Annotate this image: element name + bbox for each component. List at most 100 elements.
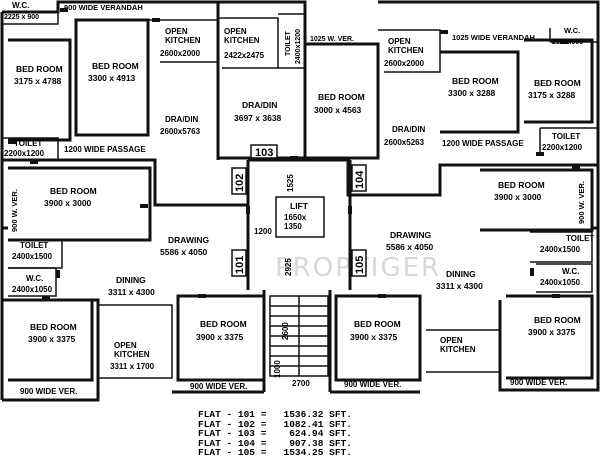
flat-103-box xyxy=(250,144,278,159)
label-lift: LIFT xyxy=(290,201,309,211)
label-toilet-tr: TOILET xyxy=(552,132,580,141)
wall-wc-tr xyxy=(549,28,598,43)
wall-bed-br xyxy=(506,294,594,380)
flat-102-box xyxy=(231,167,247,195)
label-dim-1200: 1200 xyxy=(254,227,272,236)
label-toilet-tl: TOILET xyxy=(14,139,42,148)
label-bed-r1: BED ROOM xyxy=(452,76,499,86)
label-dining-left-dim: 3311 x 4300 xyxy=(108,287,155,297)
label-open-kitchen-a-dim: 2600x2000 xyxy=(160,49,201,58)
label-dining-left: DINING xyxy=(116,275,146,285)
wall-bed2 xyxy=(74,18,150,137)
summary-row-104: FLAT - 104 = 907.38 SFT. xyxy=(198,437,352,449)
lift-shaft xyxy=(275,196,325,238)
label-wc-ml-dim: 2400x1050 xyxy=(12,285,53,294)
label-bed-r2-dim: 3175 x 3288 xyxy=(528,90,576,100)
label-ver900-left: 900 W. VER. xyxy=(10,189,19,232)
label-bed-center-dim: 3000 x 4563 xyxy=(314,105,362,115)
label-toilet-ml-dim: 2400x1500 xyxy=(12,252,53,261)
label-flat-105: 105 xyxy=(354,256,366,274)
label-dim-1525: 1525 xyxy=(286,174,295,192)
label-wc-tl-dim: 2225 x 900 xyxy=(4,14,39,21)
summary-row-105: FLAT - 105 = 1534.25 SFT. xyxy=(198,447,352,458)
label-bed-br: BED ROOM xyxy=(534,315,581,325)
label-ver-br: 900 WIDE VER. xyxy=(510,378,567,387)
label-dim-2700: 2700 xyxy=(292,379,310,388)
label-bed-r2: BED ROOM xyxy=(534,78,581,88)
label-dradin-right: DRA/DIN xyxy=(392,125,426,134)
label-drawing-left: DRAWING xyxy=(168,235,209,245)
stair xyxy=(269,295,329,377)
label-drawing-left-dim: 5586 x 4050 xyxy=(160,247,208,257)
label-toilet-mr-dim: 2400x1500 xyxy=(540,245,581,254)
wall-toilet-mr xyxy=(530,231,593,263)
label-toilet-center-dim: 2400x1200 xyxy=(295,29,302,64)
label-bed-ml: BED ROOM xyxy=(50,186,97,196)
label-bed-bc1-dim: 3900 x 3375 xyxy=(196,332,244,342)
label-wc-tr-dim: 2100x900 xyxy=(552,39,583,46)
label-toilet-mr: TOILET xyxy=(566,234,594,243)
label-bed1: BED ROOM xyxy=(16,64,63,74)
label-bed-center: BED ROOM xyxy=(318,92,365,102)
wall-top-right-outer xyxy=(346,0,600,197)
label-toilet-tl-dim: 2200x1200 xyxy=(4,149,45,158)
area-summary: FLAT - 101 = 1536.32 SFT. FLAT - 102 = 1… xyxy=(198,410,398,458)
label-passage-right: 1200 WIDE PASSAGE xyxy=(442,139,524,148)
label-veranda-top-right: 1025 WIDE VERANDAH xyxy=(452,33,535,42)
label-drawing-right: DRAWING xyxy=(390,230,431,240)
label-dim-2925: 2925 xyxy=(284,258,293,276)
wall-bed-ml xyxy=(8,166,152,242)
flat-101-box xyxy=(231,249,247,277)
wall-bottom-center-outer xyxy=(172,290,420,394)
label-bed-bc2-dim: 3900 x 3375 xyxy=(350,332,398,342)
label-bed-r1-dim: 3300 x 3288 xyxy=(448,88,496,98)
wall-toilet-tr xyxy=(539,127,598,152)
label-dining-right-dim: 3311 x 4300 xyxy=(436,281,483,291)
label-bed2: BED ROOM xyxy=(92,61,139,71)
label-wc-tr: W.C. xyxy=(564,26,580,35)
label-toilet-center: TOILET xyxy=(285,31,292,56)
flat-105-box xyxy=(351,249,367,277)
label-veranda-top-left: 900 WIDE VERANDAH xyxy=(64,3,143,12)
label-flat-103: 103 xyxy=(255,147,273,159)
wall-toilet-center xyxy=(278,13,305,69)
label-toilet-ml: TOILET xyxy=(20,241,48,250)
label-bed-ml-dim: 3900 x 3000 xyxy=(44,198,92,208)
label-bed-mr: BED ROOM xyxy=(498,180,545,190)
label-dradin-left: DRA/DIN xyxy=(165,115,199,124)
label-open-kitchen-c-dim: 2600x2000 xyxy=(384,59,425,68)
label-ver-bc1: 900 WIDE VER. xyxy=(190,382,247,391)
label-ver-bc2: 900 WIDE VER. xyxy=(344,380,401,389)
label-dradin-right-dim: 2600x5263 xyxy=(384,138,425,147)
wall-kitchen-bl xyxy=(98,304,173,379)
wall-core xyxy=(246,158,352,290)
wall-wc-ml xyxy=(8,267,57,297)
label-bed-br-dim: 3900 x 3375 xyxy=(528,327,576,337)
label-open-kitchen-b-dim: 2422x2475 xyxy=(224,51,265,60)
wall-bed1 xyxy=(8,38,72,142)
wall-bed-center xyxy=(305,42,380,160)
label-ver-bl: 900 WIDE VER. xyxy=(20,387,77,396)
label-flat-102: 102 xyxy=(234,174,246,192)
door-markers xyxy=(8,8,580,300)
label-bed-bc2: BED ROOM xyxy=(354,319,401,329)
label-veranda-1025: 1025 W. VER. xyxy=(310,36,354,43)
label-bed2-dim: 3300 x 4913 xyxy=(88,73,136,83)
label-flat-104: 104 xyxy=(354,170,366,189)
wall-wc-mr xyxy=(536,263,593,293)
label-bed-mr-dim: 3900 x 3000 xyxy=(494,192,542,202)
wall-bed-mr xyxy=(480,168,594,232)
label-bed-bl-dim: 3900 x 3375 xyxy=(28,334,76,344)
summary-row-103: FLAT - 103 = 624.94 SFT. xyxy=(198,428,352,440)
label-toilet-tr-dim: 2200x1200 xyxy=(542,143,583,152)
wall-toilet-tl xyxy=(2,137,59,160)
label-wc-mr-dim: 2400x1050 xyxy=(540,278,581,287)
label-dim-1000: 1000 xyxy=(273,360,282,378)
label-bed-bc1: BED ROOM xyxy=(200,319,247,329)
label-drawing-right-dim: 5586 x 4050 xyxy=(386,242,434,252)
